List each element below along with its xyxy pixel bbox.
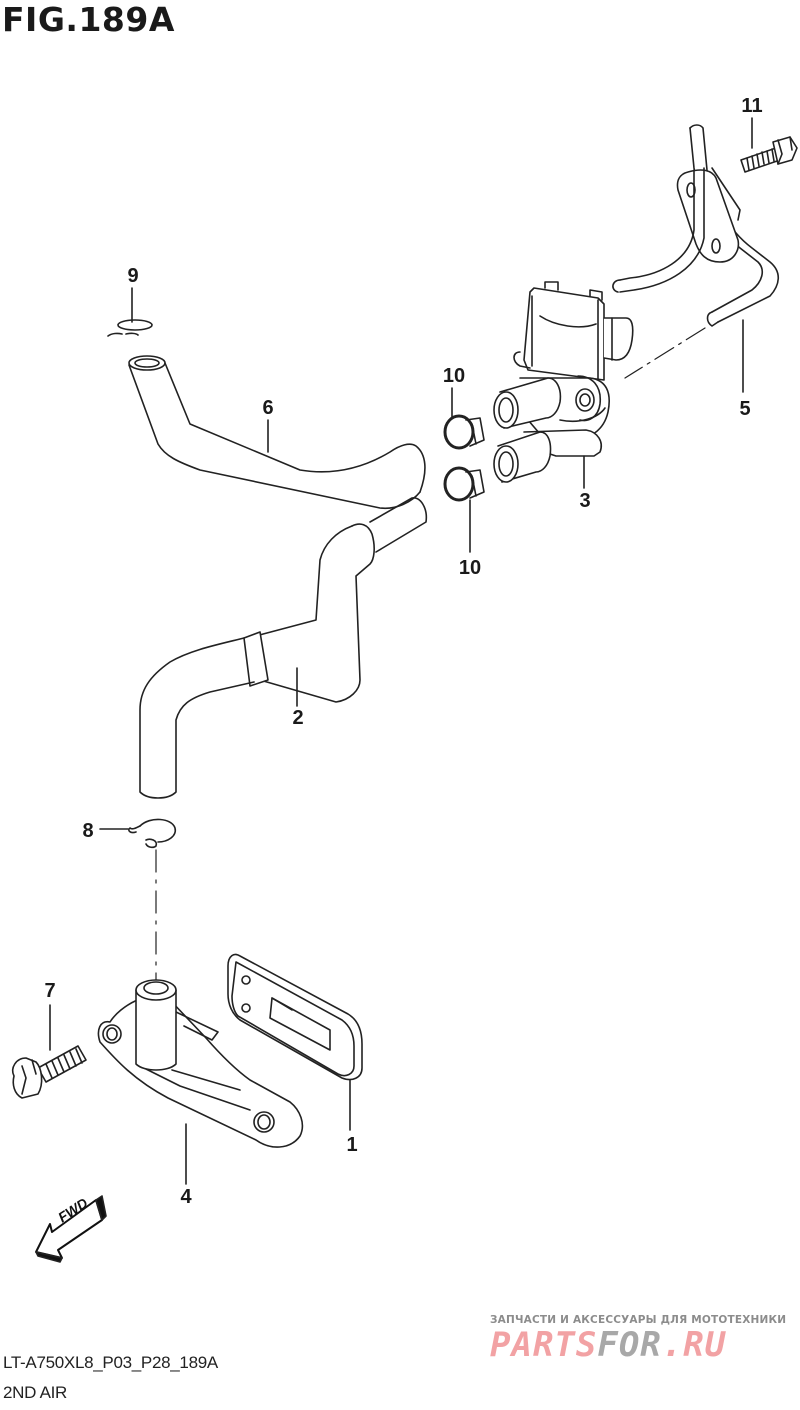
part-6-hose[interactable]: [128, 355, 426, 510]
callout-10-lower[interactable]: 10: [458, 557, 482, 579]
watermark-logo-part3: .RU: [661, 1325, 727, 1365]
figure-title: FIG.189A: [2, 0, 175, 39]
callout-5[interactable]: 5: [739, 398, 751, 420]
callout-1[interactable]: 1: [346, 1134, 358, 1156]
watermark-logo[interactable]: PARTSFOR.RU: [490, 1327, 726, 1363]
watermark-logo-part2: FOR: [597, 1325, 662, 1365]
part-4-bracket[interactable]: [97, 979, 304, 1148]
fwd-arrow-icon: [35, 1195, 107, 1263]
part-2-hose[interactable]: [139, 497, 428, 799]
part-3-valve[interactable]: [493, 281, 634, 483]
callout-7[interactable]: 7: [44, 980, 56, 1002]
watermark-subtitle: ЗАПЧАСТИ И АКСЕССУАРЫ ДЛЯ МОТОТЕХНИКИ: [490, 1314, 787, 1326]
watermark-logo-part1: PARTS: [490, 1325, 598, 1365]
part-1-gasket[interactable]: [227, 953, 363, 1081]
callout-11[interactable]: 11: [741, 95, 763, 117]
callout-9[interactable]: 9: [127, 265, 139, 287]
part-8-clamp[interactable]: [128, 818, 177, 849]
centerline-5: [624, 327, 706, 379]
part-11-bolt[interactable]: [740, 136, 798, 173]
callout-4[interactable]: 4: [180, 1186, 192, 1208]
part-10-clip-upper[interactable]: [443, 414, 485, 450]
part-10-clip-lower[interactable]: [443, 466, 485, 502]
part-9-clamp[interactable]: [107, 319, 153, 337]
callout-3[interactable]: 3: [579, 490, 591, 512]
part-7-bolt[interactable]: [11, 1045, 87, 1099]
callout-8[interactable]: 8: [82, 820, 94, 842]
callout-10-upper[interactable]: 10: [442, 365, 466, 387]
part-5-pipe[interactable]: [612, 124, 780, 327]
model-code: LT-A750XL8_P03_P28_189A: [3, 1353, 218, 1372]
callout-6[interactable]: 6: [262, 397, 274, 419]
callout-2[interactable]: 2: [292, 707, 304, 729]
figure-caption: 2ND AIR: [3, 1383, 68, 1402]
